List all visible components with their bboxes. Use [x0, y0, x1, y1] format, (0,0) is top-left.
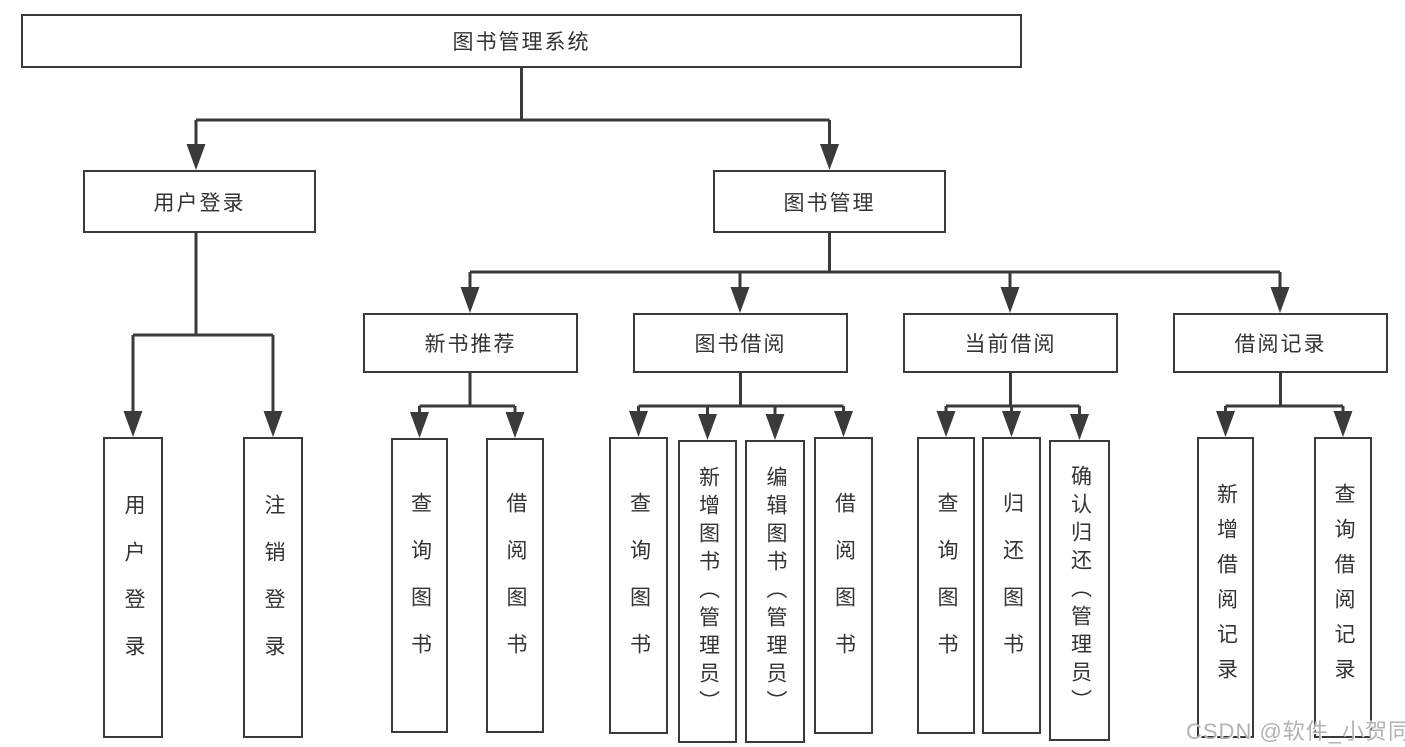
leaf-bb-edit-books-admin-label: 编辑图书（管理员） [764, 465, 787, 718]
arrowheads [123, 144, 1353, 440]
leaf-br-add-record-label: 新增借阅记录 [1214, 482, 1238, 693]
leaf-user-login: 用户登录 [103, 437, 163, 738]
connector-new-book-rec [418, 373, 517, 414]
connector-book-mgmt [468, 233, 1282, 289]
leaf-nbr-borrow-books-label: 借阅图书 [504, 491, 527, 680]
leaf-bb-query-books-label: 查询图书 [627, 491, 651, 680]
leaf-logout-label: 注销登录 [262, 493, 285, 682]
node-new-book-recommendation: 新书推荐 [363, 313, 578, 373]
node-borrowing-records-label: 借阅记录 [1234, 333, 1327, 356]
leaf-bb-add-books-admin-label: 新增图书（管理员） [696, 465, 720, 718]
node-book-borrowing-label: 图书借阅 [694, 333, 787, 356]
leaf-cb-confirm-return-admin-label: 确认归还（管理员） [1068, 464, 1092, 717]
leaf-nbr-borrow-books: 借阅图书 [486, 438, 544, 733]
leaf-cb-return-books: 归还图书 [982, 437, 1041, 734]
node-user-login: 用户登录 [83, 170, 316, 233]
leaf-cb-return-books-label: 归还图书 [1000, 491, 1024, 680]
leaf-bb-edit-books-admin: 编辑图书（管理员） [745, 440, 805, 743]
leaf-cb-query-books: 查询图书 [917, 437, 975, 734]
leaf-nbr-query-books-label: 查询图书 [408, 491, 432, 680]
node-current-borrowing-label: 当前借阅 [964, 333, 1057, 356]
connector-user-login [131, 233, 275, 413]
connector-current-borrow [944, 373, 1081, 416]
node-user-login-label: 用户登录 [153, 191, 246, 215]
leaf-bb-add-books-admin: 新增图书（管理员） [678, 440, 737, 743]
connector-book-borrow [637, 373, 845, 416]
leaf-bb-query-books: 查询图书 [609, 437, 668, 734]
leaf-cb-confirm-return-admin: 确认归还（管理员） [1049, 440, 1110, 741]
node-root: 图书管理系统 [21, 14, 1022, 68]
node-new-book-recommendation-label: 新书推荐 [424, 333, 517, 356]
node-root-label: 图书管理系统 [452, 31, 591, 54]
node-borrowing-records: 借阅记录 [1173, 313, 1388, 373]
leaf-cb-query-books-label: 查询图书 [935, 491, 958, 680]
node-book-borrowing: 图书借阅 [633, 313, 848, 373]
leaf-user-login-label: 用户登录 [122, 493, 145, 682]
leaf-br-query-record-label: 查询借阅记录 [1332, 482, 1355, 693]
leaf-bb-borrow-books: 借阅图书 [814, 437, 873, 734]
node-current-borrowing: 当前借阅 [903, 313, 1118, 373]
leaf-nbr-query-books: 查询图书 [391, 438, 448, 733]
node-book-management: 图书管理 [713, 170, 946, 233]
csdn-watermark: CSDN @软件_小贺同学 [1186, 719, 1405, 744]
leaf-br-add-record: 新增借阅记录 [1197, 437, 1254, 738]
leaf-br-query-record: 查询借阅记录 [1314, 437, 1372, 738]
leaf-bb-borrow-books-label: 借阅图书 [832, 491, 856, 680]
leaf-logout: 注销登录 [243, 437, 303, 738]
node-book-management-label: 图书管理 [783, 191, 876, 215]
connector-borrow-records [1224, 373, 1345, 413]
connector-root [194, 68, 831, 146]
